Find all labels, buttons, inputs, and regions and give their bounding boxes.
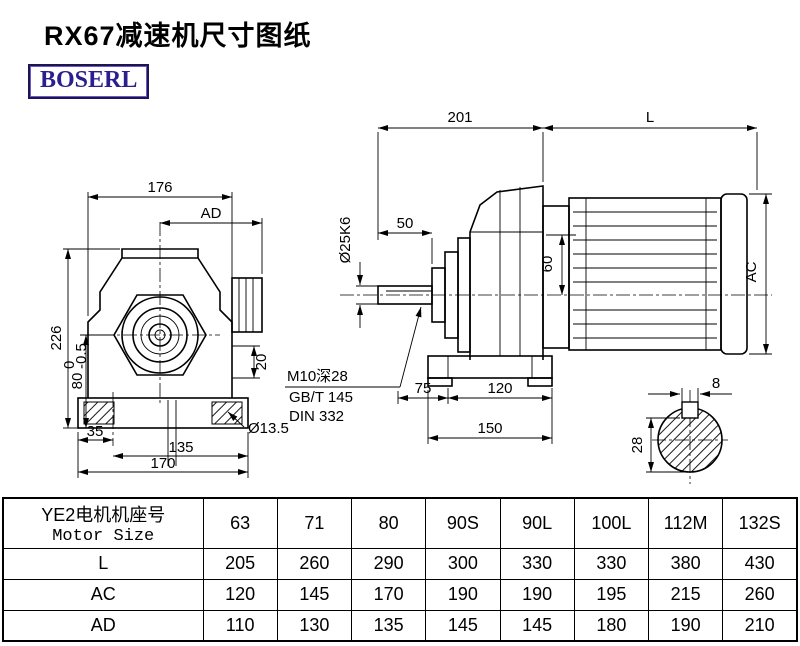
table-cell: 380 [647, 547, 724, 580]
front-left-foot-section [83, 401, 115, 425]
motor-flange [542, 205, 570, 349]
table-cell: 110 [202, 609, 278, 642]
table-cell: 430 [722, 547, 798, 580]
table-cell: 145 [276, 578, 353, 611]
note-din-label: DIN 332 [289, 408, 344, 425]
dim-80-label: 80 [69, 373, 86, 390]
dim-L-label: L [646, 109, 654, 126]
table-row-L: L 205 260 290 300 330 330 380 430 [2, 547, 798, 580]
table-cell: 180 [573, 609, 650, 642]
dim-226-label: 226 [48, 325, 65, 350]
dim-120-label: 120 [487, 380, 512, 397]
table-col-header: 90S [425, 497, 501, 549]
keyway [681, 401, 699, 419]
fan-cowl [720, 193, 748, 355]
table-cell: 205 [202, 547, 278, 580]
dim-135-label: 135 [168, 439, 193, 456]
dim-150-label: 150 [477, 420, 502, 437]
table-col-header: 132S [722, 497, 798, 549]
row-label: L [2, 547, 204, 580]
table-cell: 130 [276, 609, 353, 642]
mounting-base [427, 355, 553, 379]
table-col-header: 112M [647, 497, 724, 549]
table-cell: 215 [647, 578, 724, 611]
table-cell: 260 [276, 547, 353, 580]
side-cover-boss [231, 277, 263, 333]
table-cell: 190 [499, 578, 575, 611]
table-cell: 210 [722, 609, 798, 642]
note-gb-label: GB/T 145 [289, 389, 353, 406]
technical-drawing: 176 AD 226 80 0 -0.5 35 135 [48, 109, 772, 484]
table-col-header: 80 [350, 497, 427, 549]
dim-75-label: 75 [415, 380, 432, 397]
side-view: 201 L 50 Ø25K6 60 AC M10深28 GB/T 145 [285, 109, 772, 444]
table-col-header: 100L [573, 497, 650, 549]
dim-170-label: 170 [150, 455, 175, 472]
table-cell: 135 [350, 609, 427, 642]
dim-80-tolerance: 80 0 -0.5 [61, 343, 90, 389]
dim-28-label: 28 [629, 437, 646, 454]
table-cell: 190 [425, 578, 501, 611]
note-tap-label: M10深28 [287, 368, 348, 385]
front-view: 176 AD 226 80 0 -0.5 35 135 [48, 179, 289, 478]
dim-shaft-dia-label: Ø25K6 [337, 217, 354, 264]
dim-keyway-width-label: 8 [712, 375, 720, 392]
table-row-AD: AD 110 130 135 145 145 180 190 210 [2, 609, 798, 642]
table-cell: 260 [722, 578, 798, 611]
table-cell: 195 [573, 578, 650, 611]
table-header-motor-size: YE2电机机座号 Motor Size [2, 497, 204, 549]
table-col-header: 90L [499, 497, 575, 549]
page-title: RX67减速机尺寸图纸 [44, 21, 312, 51]
table-cell: 170 [350, 578, 427, 611]
table-cell: 330 [573, 547, 650, 580]
dim-ad-label: AD [201, 205, 222, 222]
row-label: AD [2, 609, 204, 642]
front-base-plate [77, 397, 249, 429]
dim-201-label: 201 [447, 109, 472, 126]
dim-ac-label: AC [743, 261, 760, 282]
table-cell: 290 [350, 547, 427, 580]
table-col-header: 71 [276, 497, 353, 549]
table-cell: 300 [425, 547, 501, 580]
dim-35-label: 35 [87, 423, 104, 440]
table-col-header: 63 [202, 497, 278, 549]
dim-80-tol-lower: -0.5 [73, 343, 90, 369]
brand-logo: BOSERL [28, 64, 150, 99]
row-label: AC [2, 578, 204, 611]
table-row-AC: AC 120 145 170 190 190 195 215 260 [2, 578, 798, 611]
table-cell: 145 [499, 609, 575, 642]
table-cell: 145 [425, 609, 501, 642]
dim-20-label: 20 [253, 354, 270, 371]
header-line-en: Motor Size [52, 526, 155, 546]
gearbox-housing [469, 185, 544, 360]
header-line-cn: YE2电机机座号 [41, 504, 166, 525]
table-cell: 330 [499, 547, 575, 580]
dim-176-label: 176 [147, 179, 172, 196]
dim-80-tol-upper: 0 [61, 361, 78, 369]
table-cell: 190 [647, 609, 724, 642]
table-cell: 120 [202, 578, 278, 611]
shaft-section-view: 8 28 [629, 375, 732, 484]
dim-60-label: 60 [539, 256, 556, 273]
dim-50-label: 50 [397, 215, 414, 232]
dim-foot-hole-label: Ø13.5 [248, 420, 289, 437]
motor-size-table: YE2电机机座号 Motor Size 63 71 80 90S 90L 100… [2, 497, 798, 642]
motor-body [568, 197, 722, 351]
table-header-row: YE2电机机座号 Motor Size 63 71 80 90S 90L 100… [2, 497, 798, 549]
